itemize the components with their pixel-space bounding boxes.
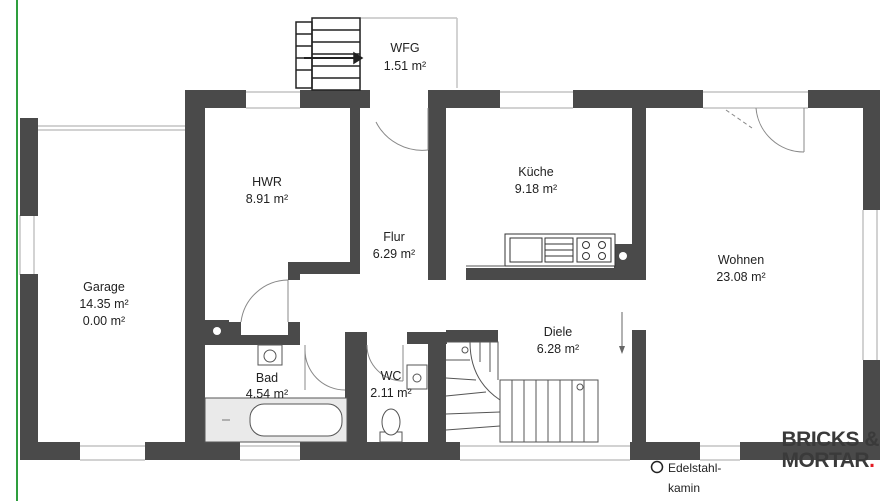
room-hwr-area: 8.91 m² <box>246 192 288 206</box>
windows <box>19 17 878 461</box>
room-kueche-area: 9.18 m² <box>515 182 557 196</box>
outer-stairs <box>295 17 364 91</box>
room-bad-area: 4.54 m² <box>246 387 288 401</box>
room-flur-name: Flur <box>383 230 405 244</box>
brand-logo-line1: BRICKS & <box>781 428 879 451</box>
brand-logo-dot: . <box>869 449 875 472</box>
chimney-marker-icon <box>650 460 664 474</box>
chimney-label-line1: Edelstahl- <box>668 461 721 475</box>
room-bad-name: Bad <box>256 371 278 385</box>
doors <box>240 107 805 391</box>
room-kueche-name: Küche <box>518 165 553 179</box>
room-garage-area2: 0.00 m² <box>83 314 125 328</box>
brand-logo-line2: MORTAR. <box>781 450 879 471</box>
kitchen-counter <box>466 233 616 267</box>
washbasin-bad <box>257 344 283 366</box>
room-garage-name: Garage <box>83 280 125 294</box>
room-wohnen-name: Wohnen <box>718 253 764 267</box>
bathtub <box>204 397 348 443</box>
walls <box>20 90 880 460</box>
room-wfg-area: 1.51 m² <box>384 59 426 73</box>
wc-fixtures <box>379 364 428 443</box>
room-diele-area: 6.28 m² <box>537 342 579 356</box>
room-wc-name: WC <box>381 369 402 383</box>
interior-stairs <box>445 341 599 443</box>
chimney-label-line2: kamin <box>668 481 700 495</box>
chimney-shaft <box>205 244 632 342</box>
room-garage-area: 14.35 m² <box>79 297 128 311</box>
room-wc-area: 2.11 m² <box>370 386 411 400</box>
room-hwr-name: HWR <box>252 175 282 189</box>
room-wohnen-area: 23.08 m² <box>716 270 765 284</box>
room-wfg-name: WFG <box>390 41 419 55</box>
brand-logo-word: MORTAR <box>781 449 870 472</box>
brand-logo: BRICKS & MORTAR. <box>781 429 879 471</box>
room-flur-area: 6.29 m² <box>373 247 415 261</box>
room-diele-name: Diele <box>544 325 573 339</box>
